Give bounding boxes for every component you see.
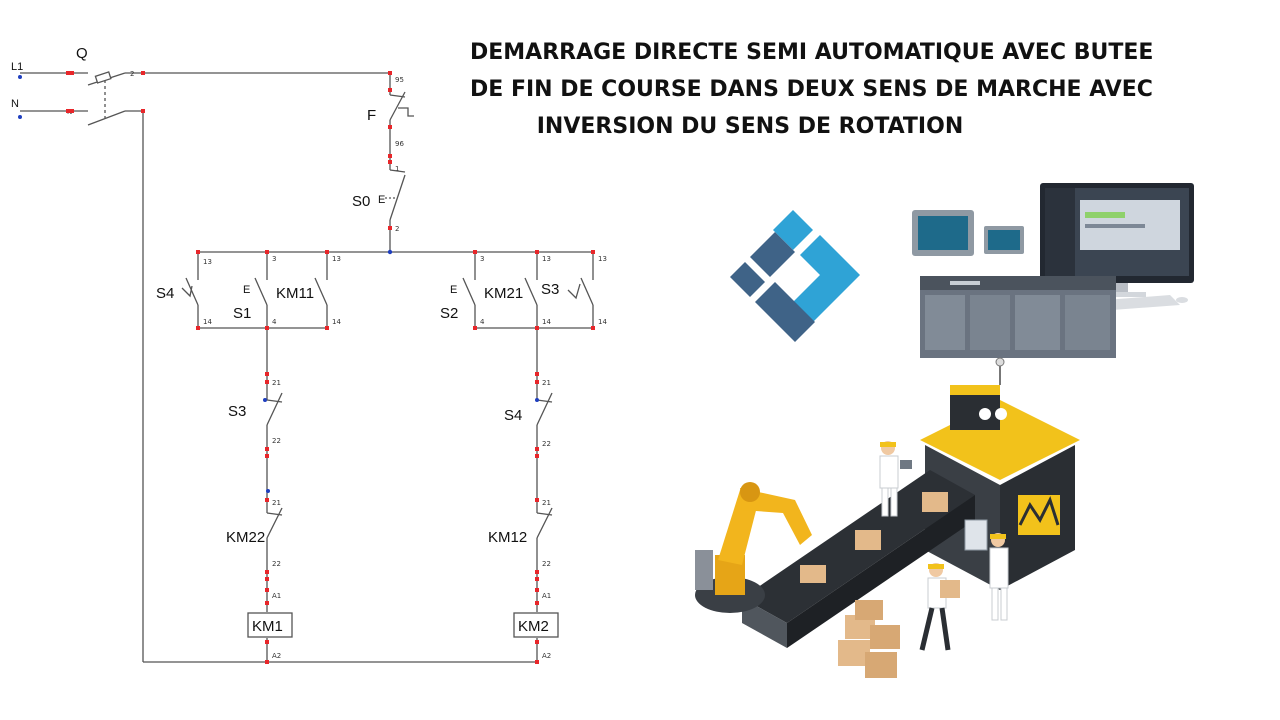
s4-nc-t21: 21	[542, 379, 551, 387]
s4-nc-t22: 22	[542, 440, 551, 448]
coil-km1-label: KM1	[252, 618, 283, 635]
overload-t95: 95	[395, 76, 404, 84]
left-no-contacts	[181, 275, 328, 306]
factory-conveyor-icon	[695, 357, 1080, 678]
overload-label: F	[367, 107, 376, 124]
km22-label: KM22	[226, 529, 265, 546]
l1-label: L1	[11, 61, 23, 73]
stop-label: S0	[352, 193, 370, 210]
s3-limit-label: S3	[541, 281, 559, 298]
breaker-term-2: 2	[130, 70, 134, 78]
coil-km1	[247, 612, 293, 638]
coil-km2	[513, 612, 559, 638]
s3-nc-t22: 22	[272, 437, 281, 445]
km2-a1: A1	[542, 592, 551, 600]
km2-a2: A2	[542, 652, 551, 660]
km11-t13: 13	[332, 255, 341, 263]
breaker-q	[87, 71, 126, 126]
km12-t22: 22	[542, 560, 551, 568]
km21-t13: 13	[542, 255, 551, 263]
s3-nc-label: S3	[228, 403, 246, 420]
s3-limit-t14: 14	[598, 318, 607, 326]
s1-t4: 4	[272, 318, 277, 326]
left-nc-contacts	[266, 392, 283, 539]
s1-t3: 3	[272, 255, 276, 263]
overload-contact-f	[389, 91, 414, 121]
s2-start-label: S2	[440, 305, 458, 322]
s3-nc-t21: 21	[272, 379, 281, 387]
pushbutton-symbol-s0: E	[378, 194, 385, 206]
km22-t22: 22	[272, 560, 281, 568]
junction-nodes	[18, 75, 539, 493]
plc-hmi-icon	[912, 183, 1194, 358]
km1-a1: A1	[272, 592, 281, 600]
company-logo-icon	[730, 210, 860, 342]
title-line-3: INVERSION DU SENS DE ROTATION	[536, 114, 964, 139]
stop-button-s0	[385, 169, 406, 221]
n-label: N	[11, 98, 19, 110]
overload-t96: 96	[395, 140, 404, 148]
right-nc-contacts	[536, 392, 553, 539]
s1-start-label: S1	[233, 305, 251, 322]
km11-label: KM11	[276, 285, 314, 302]
pushbutton-symbol-s1: E	[243, 284, 250, 296]
km21-t14: 14	[542, 318, 551, 326]
s4-limit-t13: 13	[203, 258, 212, 266]
km12-label: KM12	[488, 529, 527, 546]
s3-limit-t13: 13	[598, 255, 607, 263]
km21-label: KM21	[484, 285, 523, 302]
control-circuit-diagram: Q L1 N 2 N F 95 96 S0 E 1 2 S4 S1 E KM11…	[11, 45, 607, 664]
km11-t14: 14	[332, 318, 341, 326]
s2-t4: 4	[480, 318, 485, 326]
coil-km2-label: KM2	[518, 618, 549, 635]
stop-t2: 2	[395, 225, 399, 233]
pushbutton-symbol-s2: E	[450, 284, 457, 296]
breaker-label: Q	[76, 45, 88, 62]
s2-t3: 3	[480, 255, 484, 263]
stop-t1: 1	[395, 165, 399, 173]
s4-nc-label: S4	[504, 407, 522, 424]
km1-a2: A2	[272, 652, 281, 660]
km22-t21: 21	[272, 499, 281, 507]
terminal-markers	[66, 71, 595, 664]
right-no-contacts	[462, 275, 594, 306]
s4-limit-t14: 14	[203, 318, 212, 326]
km12-t21: 21	[542, 499, 551, 507]
s4-limit-label: S4	[156, 285, 174, 302]
